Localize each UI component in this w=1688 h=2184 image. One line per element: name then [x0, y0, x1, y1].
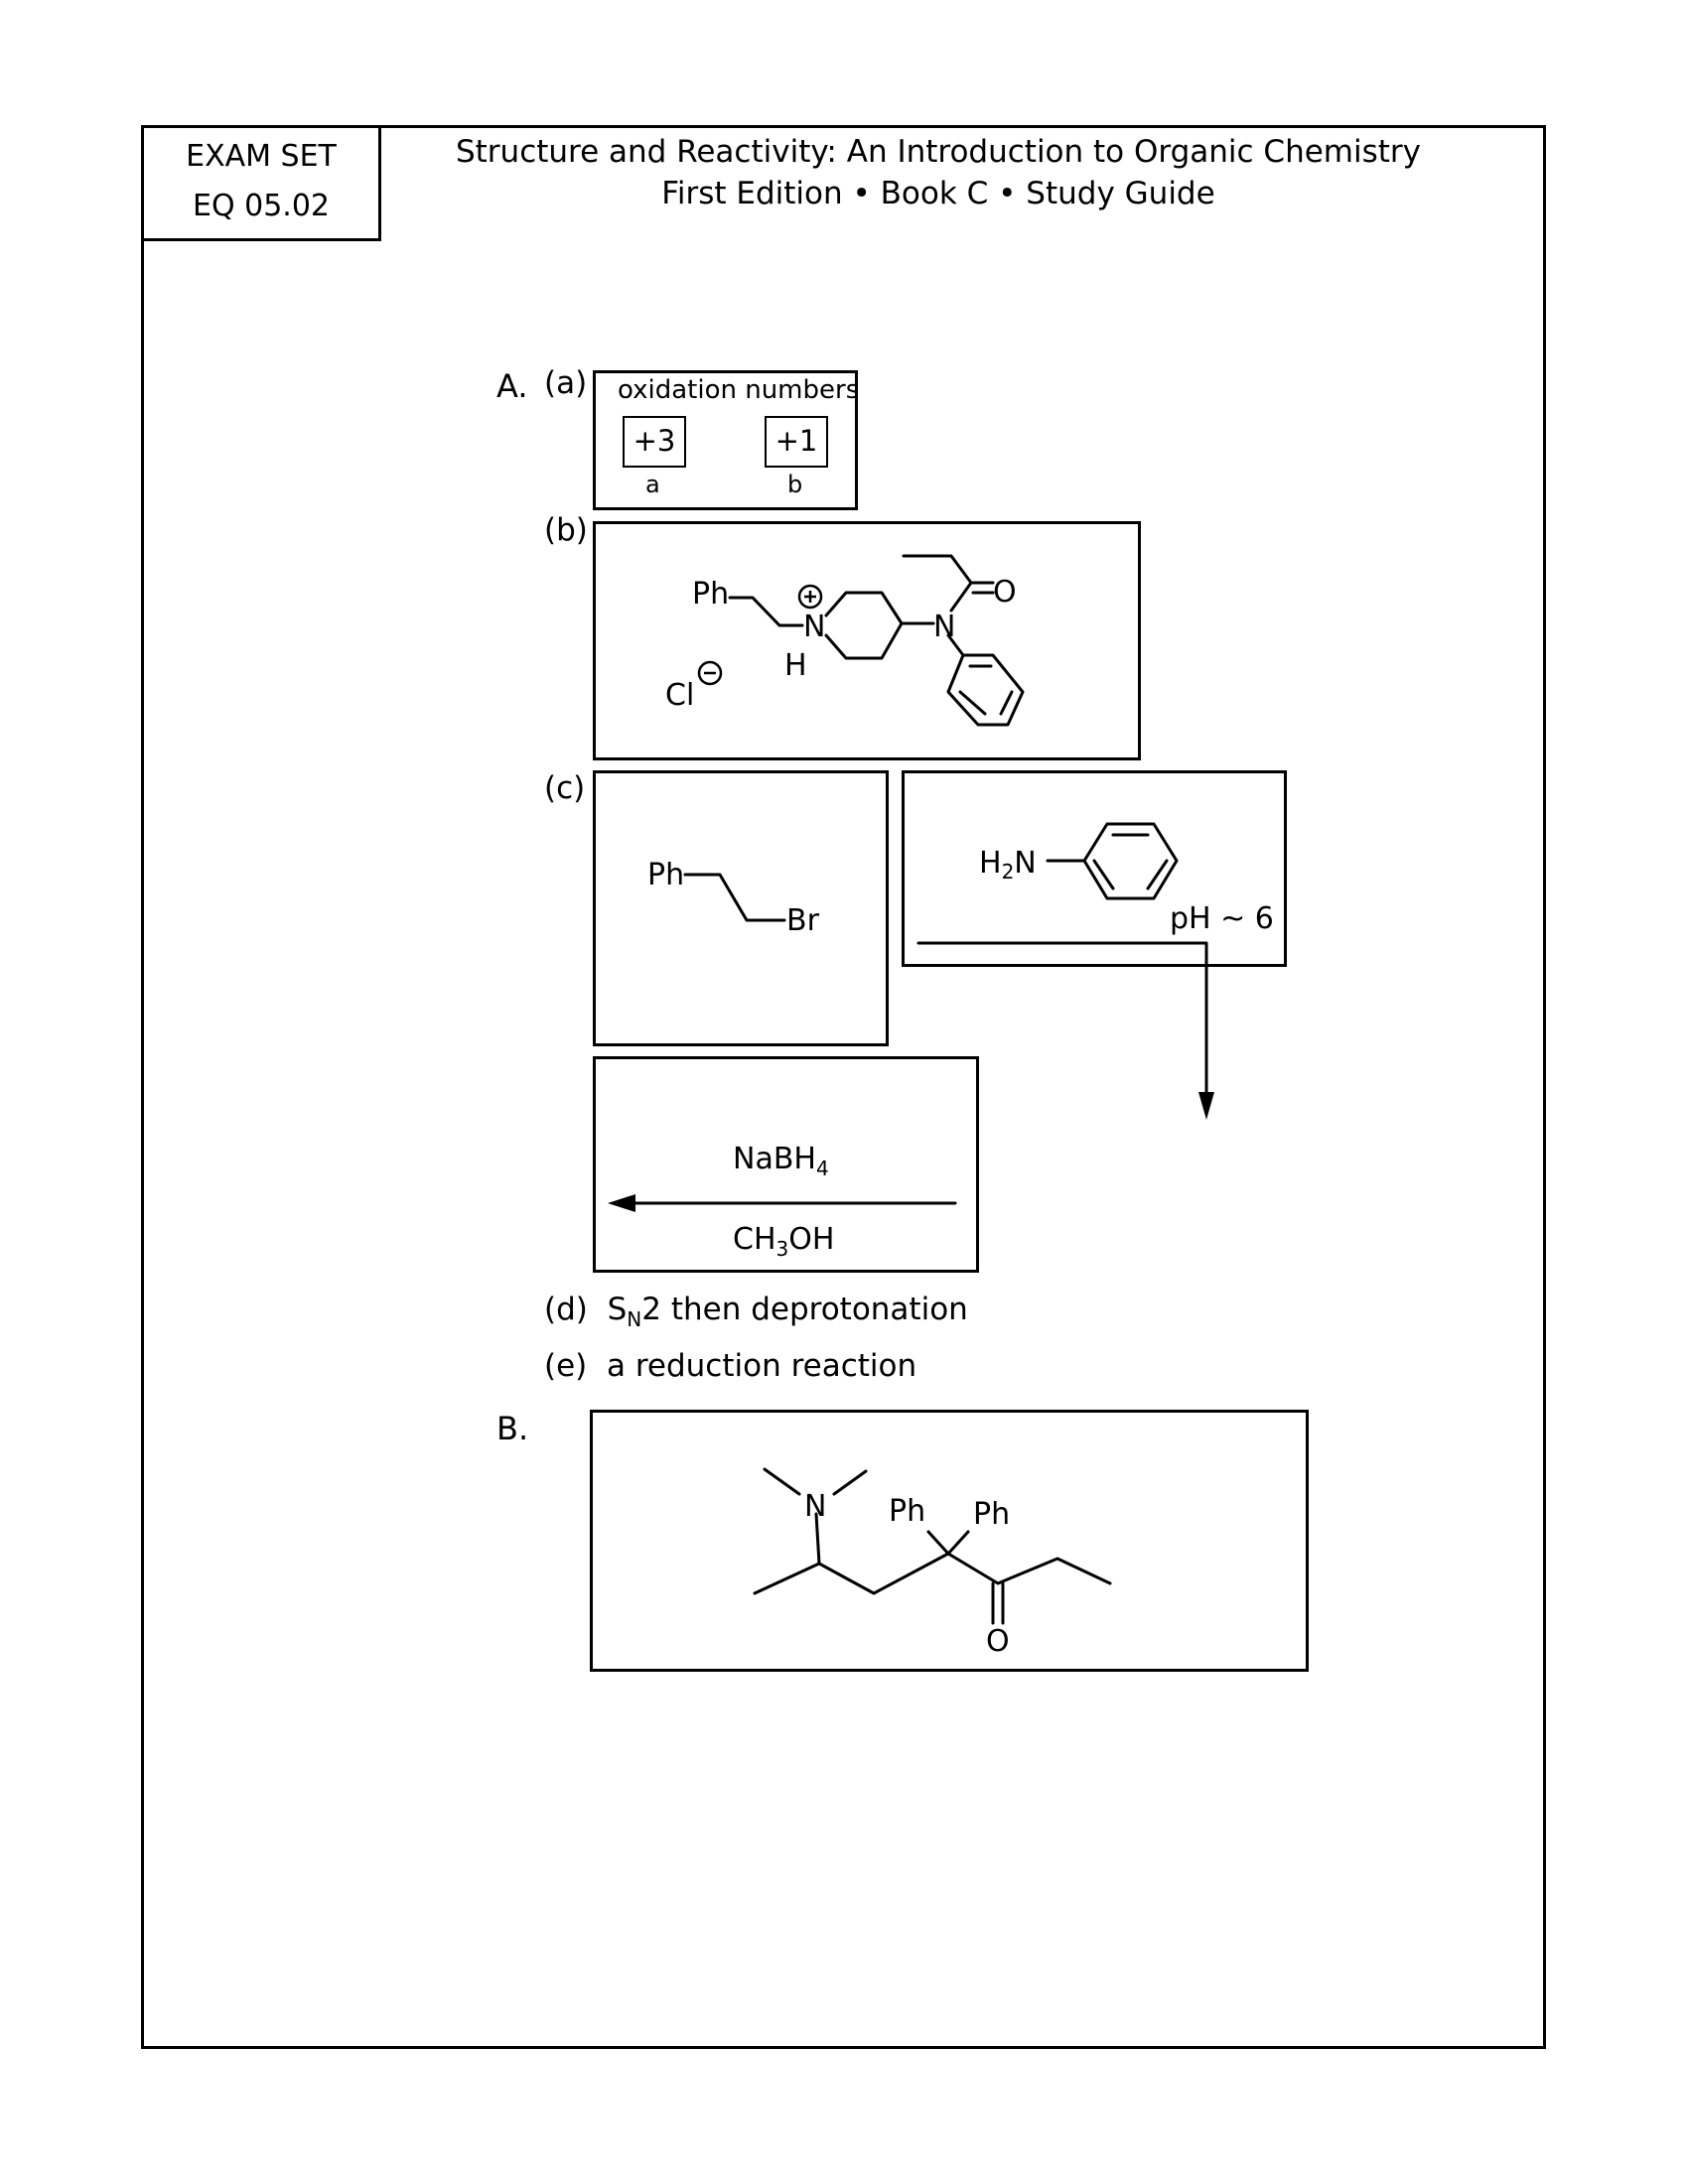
part-b-label: B. [496, 1410, 529, 1447]
exam-set-box: EXAM SET EQ 05.02 [141, 125, 381, 241]
b2-ph1-label: Ph [889, 1494, 925, 1529]
structure-c-bromide-box [593, 770, 889, 1046]
oxidation-value-b: +1 [765, 416, 828, 468]
oxidation-tag-b: b [787, 471, 803, 498]
structure-b2-box [590, 1410, 1309, 1672]
e-label: (e) [544, 1348, 588, 1384]
b2-n-label: N [804, 1489, 826, 1524]
oxidation-value-a: +3 [623, 416, 686, 468]
part-a-c-label: (c) [544, 770, 586, 806]
structure-b-box [593, 521, 1141, 760]
part-a-a-label: (a) [544, 365, 588, 401]
page-header: Structure and Reactivity: An Introductio… [417, 131, 1460, 214]
minus-charge-icon [697, 660, 723, 686]
oxidation-numbers-title: oxidation numbers [618, 375, 860, 405]
d-text: 2 then deprotonation [641, 1292, 968, 1327]
reagent-ch3oh: CH3OH [733, 1222, 834, 1261]
part-a-e: (e) a reduction reaction [544, 1348, 916, 1384]
b-o-label: O [993, 575, 1017, 610]
part-a-d: (d) SN2 then deprotonation [544, 1292, 968, 1331]
reagent-nabh4: NaBH4 [733, 1142, 829, 1180]
plus-charge-icon [797, 584, 823, 610]
c-ph-label: Ph [647, 858, 684, 892]
exam-set-label: EXAM SET [186, 139, 337, 174]
page-frame [141, 125, 1546, 2049]
part-a-label: A. [496, 367, 528, 405]
structure-c-aniline-box [902, 770, 1287, 967]
b-cl-label: Cl [665, 678, 694, 713]
ph-condition: pH ~ 6 [1170, 901, 1274, 936]
c-amine-label: H2N [979, 846, 1037, 884]
b2-o-label: O [986, 1624, 1010, 1659]
b-ph-label: Ph [692, 577, 729, 612]
d-s: S [607, 1292, 628, 1327]
b-n-amide: N [933, 610, 955, 644]
plus-sign [804, 591, 816, 603]
oxidation-numbers-box: oxidation numbers +3 a +1 b [593, 370, 860, 510]
b-n-piperidine: N [803, 610, 825, 644]
d-label: (d) [544, 1292, 588, 1327]
header-title: Structure and Reactivity: An Introductio… [455, 134, 1422, 170]
e-text: a reduction reaction [606, 1348, 917, 1384]
header-subtitle: First Edition • Book C • Study Guide [661, 176, 1215, 211]
d-sub: N [627, 1307, 642, 1332]
b2-ph2-label: Ph [973, 1497, 1010, 1532]
arrow-left-icon [608, 1194, 635, 1212]
b-h-label: H [784, 648, 807, 683]
part-a-b-label: (b) [544, 512, 588, 548]
oxidation-tag-a: a [645, 471, 660, 498]
reagent-box [593, 1056, 979, 1273]
exam-set-code: EQ 05.02 [193, 189, 330, 223]
c-br-label: Br [786, 903, 820, 938]
arrow-down-icon [1198, 1092, 1214, 1120]
